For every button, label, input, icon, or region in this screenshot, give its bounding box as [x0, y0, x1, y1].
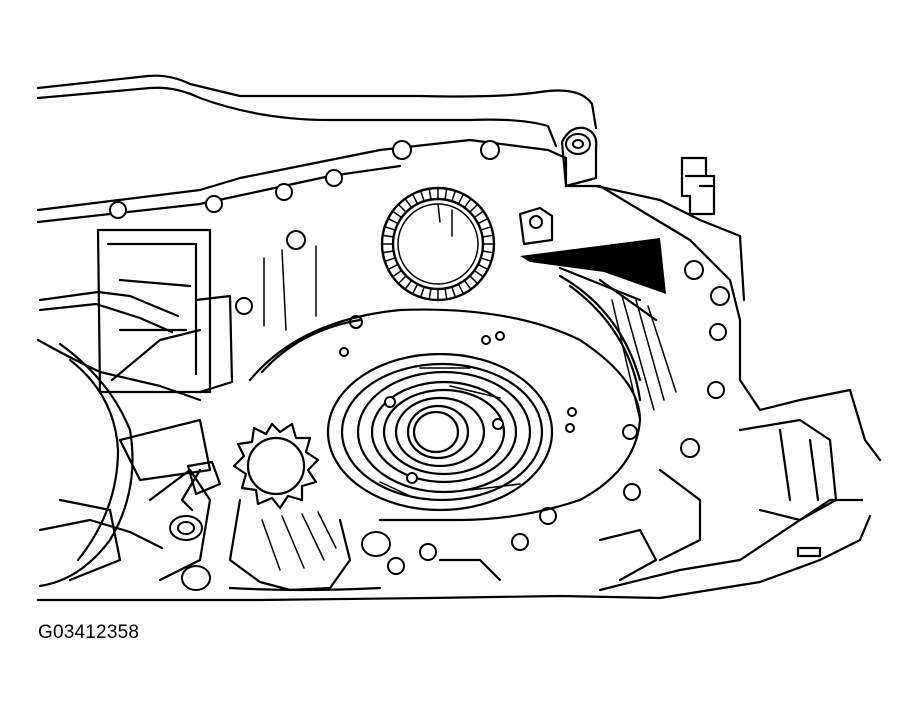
tone-ring-tooth: [411, 193, 419, 205]
tone-ring-tooth: [480, 257, 493, 263]
tone-ring-tooth: [477, 217, 489, 225]
tone-ring-tooth: [411, 283, 419, 295]
tone-ring-tooth: [428, 187, 432, 201]
tone-ring-tooth: [404, 197, 413, 209]
tone-ring-tooth: [419, 189, 425, 202]
figure-caption: G03412358: [38, 622, 140, 643]
tone-ring-tooth: [457, 193, 465, 205]
tone-ring-tooth: [444, 187, 448, 201]
tone-ring-tooth: [404, 279, 413, 291]
indicator-arrow-icon: [520, 238, 666, 322]
tone-ring-tooth: [419, 286, 425, 299]
tone-ring-tooth: [451, 189, 457, 202]
tone-ring-tooth: [477, 263, 489, 271]
tone-ring-tooth: [444, 287, 448, 301]
tone-ring-tooth: [383, 225, 396, 231]
tone-ring-tooth: [469, 275, 479, 285]
right-cast-ribs: [438, 418, 838, 582]
tone-ring-tooth: [481, 250, 495, 254]
tone-ring-tooth: [469, 203, 479, 213]
tone-ring-tooth: [451, 286, 457, 299]
shaft-bolts: [169, 460, 391, 591]
tone-ring-tooth: [387, 263, 399, 271]
housing-bolt-head: [560, 126, 598, 188]
housing-outline: [36, 74, 882, 602]
tone-ring-tooth: [387, 217, 399, 225]
tone-ring-tooth: [391, 269, 403, 278]
tone-ring-tooth: [473, 210, 485, 219]
tone-ring-tooth: [481, 234, 495, 238]
connector-bracket: [518, 156, 716, 246]
tone-ring-tooth: [381, 250, 395, 254]
tone-ring-tooth: [480, 225, 493, 231]
tone-ring: [380, 186, 496, 302]
tone-ring-tooth: [383, 257, 396, 263]
tone-ring-tooth: [397, 203, 407, 213]
tone-ring-tooth: [463, 197, 472, 209]
drive-gear: [228, 422, 352, 592]
left-cast-ribs: [38, 228, 234, 588]
bearing-bore: [248, 245, 677, 522]
clutch-drum-rings: [326, 352, 554, 512]
tone-ring-tooth: [397, 275, 407, 285]
tone-ring-tooth: [473, 269, 485, 278]
tone-ring-tooth: [457, 283, 465, 295]
tone-ring-tooth: [381, 234, 395, 238]
tone-ring-tooth: [463, 279, 472, 291]
tone-ring-tooth: [428, 287, 432, 301]
flange-bolt-holes: [109, 140, 730, 575]
tone-ring-tooth: [391, 210, 403, 219]
